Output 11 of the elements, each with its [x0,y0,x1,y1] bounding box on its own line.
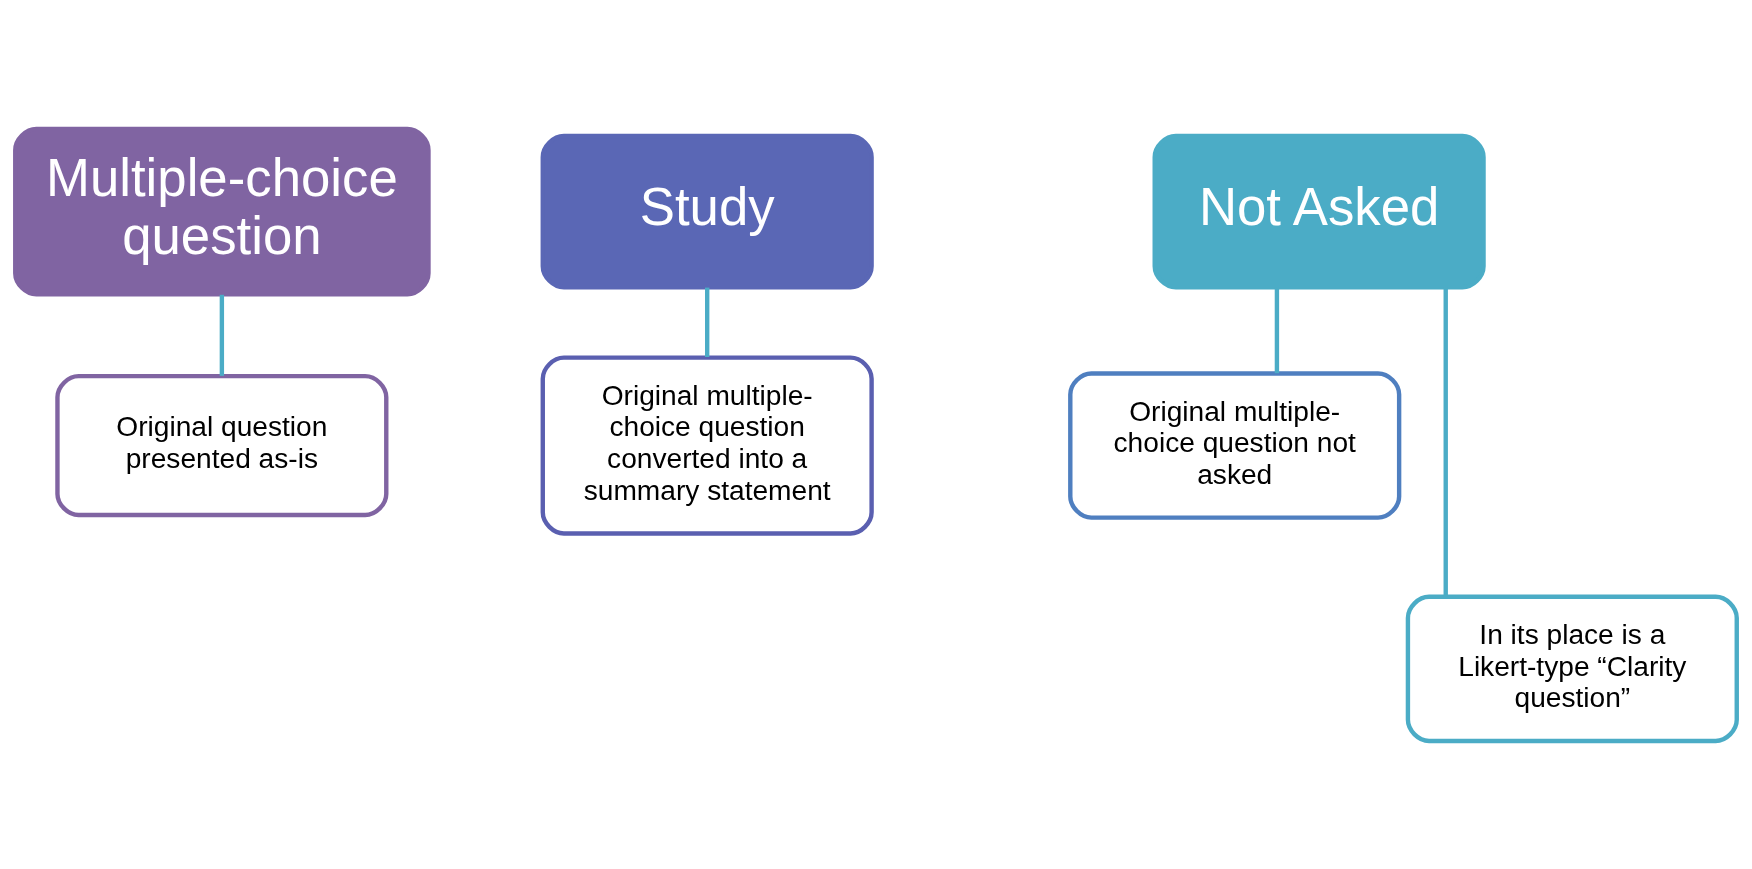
node-box: Not Asked [1152,133,1486,289]
connector [1274,287,1280,373]
connector [705,287,710,357]
node-box: In its place is a Likert-type “Clarity question” [1405,594,1739,743]
connector [1443,287,1448,596]
node-box: Original multiple-choice question not asked [1068,370,1402,520]
connector [219,294,225,376]
node-box: Original question presented as-is [55,373,389,517]
node-box: Multiple-choice question [13,126,431,297]
node-box: Study [540,133,874,289]
node-box: Original multiple-choice question converted into a summary statement [540,354,874,536]
